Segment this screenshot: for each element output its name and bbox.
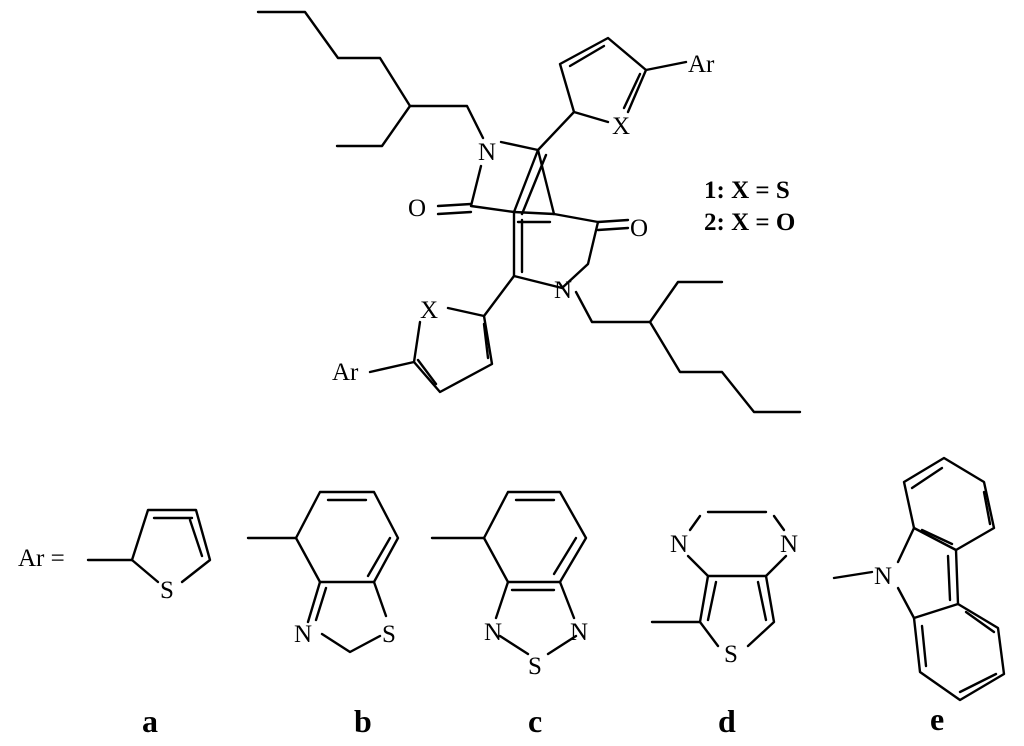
d-n-left-top [688,514,702,532]
e-top-double2 [982,490,992,526]
b-ch2 [320,632,382,654]
a-ring [130,508,212,584]
e-attach-bond [832,570,874,580]
atom-ar-top: Ar [688,51,715,78]
e-bottom-double2 [958,672,998,694]
alkyl-branch-top [335,104,412,148]
c-n-right [558,580,576,620]
c-atom-s: S [528,653,542,680]
c-atom-n-right: N [570,619,588,646]
d-thio-right [746,574,776,648]
caption-c: c [528,703,542,739]
legend-line-2: 2: X = O [704,209,795,236]
c-o-left [436,202,473,208]
d-atom-n-right: N [780,531,798,558]
d-n-left-bottom [686,554,710,578]
substituent-e: N e [832,456,1006,737]
e-top-double3 [920,528,954,546]
b-n-double [314,586,328,622]
e-bottom-double3 [920,624,928,668]
hetero-ring-top-double1 [568,44,606,68]
c-o-right-double [596,226,630,232]
atom-n-bottom: N [554,277,572,304]
c-atom-n-left: N [484,619,502,646]
atom-x-top: X [612,113,630,140]
a-ring-s-left [130,558,160,584]
c-connect [536,148,556,216]
e-benzene-bottom [912,602,1006,702]
a-double2 [188,518,204,558]
atom-o-left: O [408,195,426,222]
d-atom-n-left: N [670,531,688,558]
e-ring-right-double [946,554,952,602]
e-atom-n: N [874,563,892,590]
c-double2 [552,536,578,576]
b-atom-n: N [294,621,312,648]
d-n-right-bottom [764,554,788,578]
hetero-ring-bottom-x [446,306,486,318]
c-benzene [482,490,588,584]
e-n-bottom [896,586,916,620]
e-n-top [896,526,916,564]
c-n-left [494,580,510,620]
b-atom-s: S [382,621,396,648]
legend-line-1: 1: X = S [704,177,790,204]
hetero-ring-bottom [412,274,516,394]
alkyl-chain-top [256,10,485,140]
e-top-double1 [910,466,944,490]
atom-n-top: N [478,139,496,166]
atom-x-bottom: X [420,297,438,324]
caption-a: a [142,703,158,739]
alkyl-branch-bottom [648,280,724,324]
c-s-right [546,634,578,656]
right-lactam-ring [512,210,600,290]
ar-bond-bottom [368,360,416,374]
b-s-bond [372,580,388,618]
atom-ar-bottom: Ar [332,359,359,386]
hetero-ring-bottom-double2 [416,358,438,386]
e-benzene-top [902,456,996,552]
e-ring-right [954,548,960,606]
a-atom-s: S [160,577,174,604]
ar-equals-label: Ar = [18,545,65,572]
b-benzene [294,490,400,584]
caption-d: d [718,703,736,739]
hetero-ring-top-x-left [572,110,610,124]
b-n-bond [306,580,322,624]
substituent-d: N N S d [650,510,798,739]
c-o-right [596,218,630,224]
d-atom-s: S [724,641,738,668]
c-o-left-double [436,210,473,216]
hetero-ring-top [536,36,648,152]
d-thio-left-double [706,580,718,622]
hetero-ring-bottom-double1 [482,322,490,360]
e-bottom-double1 [964,610,996,634]
substituent-c: N N S c [430,490,588,739]
caption-b: b [354,703,372,739]
d-n-right-top [772,514,786,532]
caption-e: e [930,701,944,737]
hetero-ring-top-double2 [622,72,642,110]
substituent-b: N S b [246,490,400,739]
substituent-a: Ar = S a [18,508,212,739]
central-bond [512,210,556,216]
dpp-core: N N O O X X Ar Ar 1: X = S 2: X = O [256,10,802,414]
alkyl-chain-bottom [574,290,802,414]
c-s-left [498,634,530,656]
atom-o-right: O [630,215,648,242]
b-double2 [366,536,392,578]
d-thio-right-double [756,580,768,622]
ar-bond-top [644,60,688,72]
